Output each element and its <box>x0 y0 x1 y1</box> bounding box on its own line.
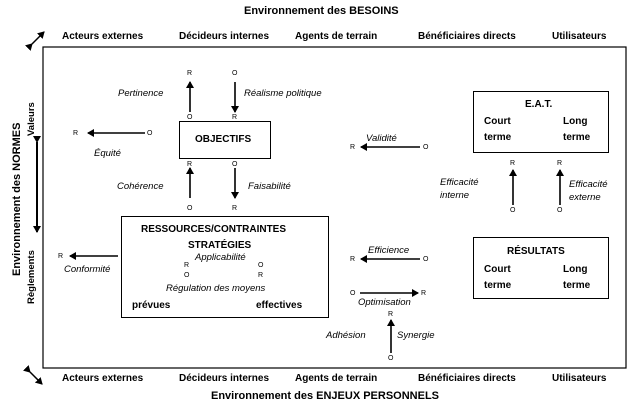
marker-r: R <box>388 311 394 318</box>
ressources-contraintes-label: RESSOURCES/CONTRAINTES <box>141 224 287 235</box>
env-enjeux-title: Environnement des ENJEUX PERSONNELS <box>211 390 439 402</box>
synergie-label: Synergie <box>397 330 435 341</box>
marker-r: R <box>232 114 238 121</box>
marker-r: R <box>58 253 64 260</box>
marker-r: R <box>184 262 190 269</box>
eat-long-label: Long <box>563 116 588 127</box>
marker-r: R <box>232 205 238 212</box>
conformite-label: Conformité <box>64 264 111 275</box>
resultats-label: RÉSULTATS <box>507 246 565 257</box>
resultats-box: RÉSULTATS Court Long terme terme <box>473 237 609 299</box>
efficacite-interne-label-2: interne <box>440 190 470 201</box>
marker-r: R <box>421 290 427 297</box>
marker-r: R <box>73 130 79 137</box>
resultats-terme-long: terme <box>563 280 591 291</box>
marker-o: O <box>147 130 153 137</box>
resultats-long-label: Long <box>563 264 588 275</box>
objectifs-label: OBJECTIFS <box>195 134 252 145</box>
actor-acteurs-externes-top: Acteurs externes <box>62 31 144 42</box>
eat-label: E.A.T. <box>525 99 553 110</box>
marker-r: R <box>187 70 193 77</box>
efficacite-externe-label-1: Efficacité <box>569 179 608 190</box>
marker-o: O <box>187 205 193 212</box>
reglements-label: Règlements <box>26 250 37 304</box>
validite-label: Validité <box>366 133 397 144</box>
eat-terme-court: terme <box>484 132 512 143</box>
resultats-terme-court: terme <box>484 280 512 291</box>
applicabilite-label: Applicabilité <box>195 252 246 263</box>
pertinence-label: Pertinence <box>118 88 164 99</box>
eat-court-label: Court <box>484 116 511 127</box>
corner-arrow-top-left <box>24 31 45 52</box>
strategies-label: STRATÉGIES <box>188 240 252 251</box>
effectives-label: effectives <box>256 300 303 311</box>
outer-frame <box>42 46 627 369</box>
corner-arrow-bottom-left <box>22 364 43 385</box>
objectifs-box: OBJECTIFS <box>179 121 271 159</box>
marker-r: R <box>350 144 356 151</box>
actor-utilisateurs-bottom: Utilisateurs <box>552 373 607 384</box>
actor-agents-terrain-bottom: Agents de terrain <box>295 373 378 384</box>
adhesion-label: Adhésion <box>326 330 366 341</box>
marker-o: O <box>187 114 193 121</box>
marker-o: O <box>350 290 356 297</box>
marker-o: O <box>258 262 264 269</box>
marker-r: R <box>350 256 356 263</box>
marker-o: O <box>557 207 563 214</box>
actor-decideurs-internes-top: Décideurs internes <box>179 31 270 42</box>
prevues-label: prévues <box>132 300 171 311</box>
actor-decideurs-internes-bottom: Décideurs internes <box>179 373 270 384</box>
env-normes-title: Environnement des NORMES <box>11 122 23 276</box>
marker-r: R <box>258 272 264 279</box>
regulation-label: Régulation des moyens <box>166 283 266 294</box>
efficacite-interne-label-1: Efficacité <box>440 177 479 188</box>
marker-o: O <box>184 272 190 279</box>
marker-r: R <box>557 160 563 167</box>
realisme-politique-label: Réalisme politique <box>244 88 322 99</box>
eat-box: E.A.T. Court Long terme terme <box>473 91 609 153</box>
optimisation-label: Optimisation <box>358 297 411 308</box>
marker-r: R <box>510 160 516 167</box>
marker-o: O <box>232 70 238 77</box>
coherence-label: Cohérence <box>117 181 164 192</box>
valeurs-label: Valeurs <box>26 102 37 136</box>
marker-o: O <box>388 355 394 362</box>
resultats-court-label: Court <box>484 264 511 275</box>
faisabilite-label: Faisabilité <box>248 181 291 192</box>
actor-agents-terrain-top: Agents de terrain <box>295 31 378 42</box>
actor-beneficiaires-top: Bénéficiaires directs <box>418 31 516 42</box>
actor-utilisateurs-top: Utilisateurs <box>552 31 607 42</box>
ressources-strategies-box: RESSOURCES/CONTRAINTES STRATÉGIES prévue… <box>121 216 329 318</box>
equite-label: Équité <box>94 148 121 159</box>
marker-o: O <box>423 256 429 263</box>
efficacite-externe-label-2: externe <box>569 192 601 203</box>
efficience-label: Efficience <box>368 245 410 256</box>
actor-beneficiaires-bottom: Bénéficiaires directs <box>418 373 516 384</box>
marker-r: R <box>187 161 193 168</box>
marker-o: O <box>423 144 429 151</box>
eat-terme-long: terme <box>563 132 591 143</box>
marker-o: O <box>232 161 238 168</box>
env-besoins-title: Environnement des BESOINS <box>244 5 399 17</box>
actor-acteurs-externes-bottom: Acteurs externes <box>62 373 144 384</box>
marker-o: O <box>510 207 516 214</box>
